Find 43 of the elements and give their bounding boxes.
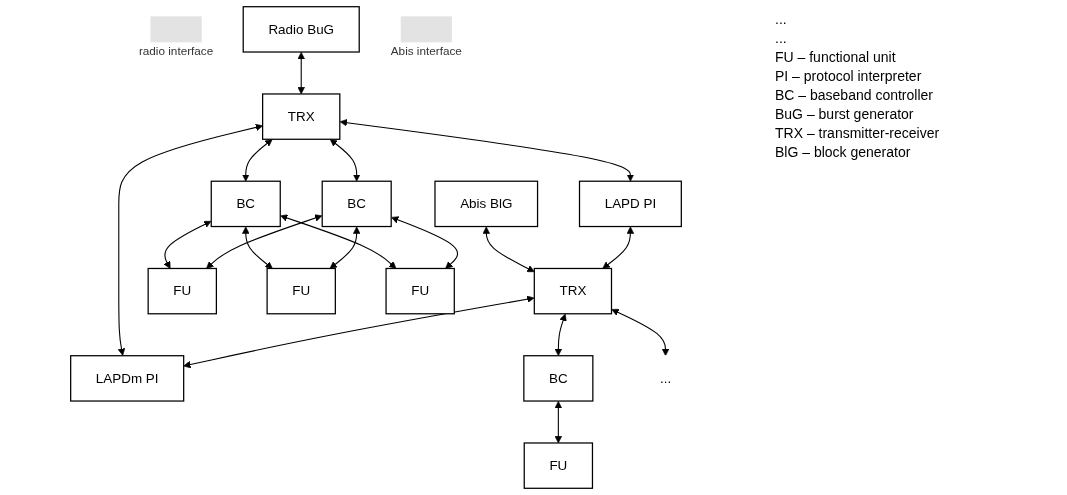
- arrow: [183, 295, 535, 369]
- arrow: [391, 216, 459, 269]
- node-box: BC: [321, 180, 392, 228]
- arrow: [554, 401, 563, 444]
- arrow: [242, 139, 273, 182]
- arrow: [611, 308, 670, 357]
- node-box: FU: [523, 442, 594, 489]
- node-box: LAPD PI: [578, 180, 682, 228]
- arrow: [602, 226, 635, 269]
- note-text: FU – functional unit: [775, 49, 897, 65]
- node-text: ...: [659, 370, 672, 386]
- node-box: Abis BlG: [434, 180, 539, 228]
- note-text: ...: [775, 11, 788, 27]
- arrow: [339, 119, 635, 182]
- arrow: [280, 214, 397, 269]
- node-box: BC: [210, 180, 281, 228]
- node-box: FU: [385, 267, 455, 315]
- node-bar: [400, 16, 452, 43]
- arrow: [206, 214, 323, 269]
- node-box: TRX: [262, 93, 341, 140]
- arrow: [117, 123, 263, 356]
- note-text: PI – protocol interpreter: [775, 68, 923, 84]
- node-bar: [150, 16, 202, 43]
- note-text: TRX – transmitter-receiver: [775, 125, 941, 141]
- interface-label: Abis interface: [390, 44, 462, 58]
- node-box: Radio BuG: [242, 6, 360, 53]
- note-text: BC – baseband controller: [775, 87, 934, 103]
- interface-label: radio interface: [138, 44, 214, 58]
- node-box: LAPDm PI: [70, 355, 185, 402]
- note-text: BuG – burst generator: [775, 106, 915, 122]
- arrow: [242, 226, 273, 269]
- arrow: [329, 226, 361, 269]
- arrow: [482, 226, 535, 273]
- node-box: BC: [523, 355, 594, 402]
- note-text: BlG – block generator: [775, 144, 912, 160]
- node-box: TRX: [533, 267, 613, 315]
- node-box: FU: [147, 267, 217, 315]
- arrow: [554, 313, 567, 357]
- node-box: FU: [266, 267, 336, 315]
- arrow: [163, 221, 212, 269]
- arrow: [329, 139, 361, 182]
- note-text: ...: [775, 30, 788, 46]
- arrow: [297, 52, 305, 95]
